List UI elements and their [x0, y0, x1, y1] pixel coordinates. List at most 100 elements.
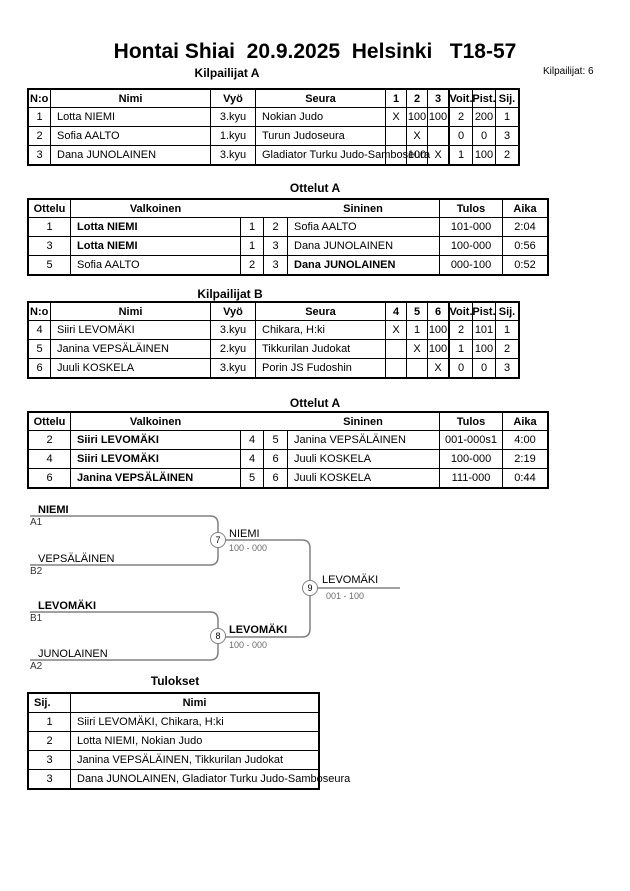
- col-header-tulos: Tulos: [439, 200, 502, 217]
- col-header-nimi: Nimi: [50, 303, 210, 320]
- col-header-pist: Pist.: [472, 303, 495, 320]
- bracket-match9-score: 001 - 100: [326, 591, 365, 601]
- col-header-valkoinen: Valkoinen: [70, 413, 240, 430]
- cell-sij: 3: [29, 750, 70, 769]
- matches-b-title: Ottelut A: [289, 396, 341, 410]
- cell-pist: 200: [472, 107, 495, 126]
- col-header-ottelu: Ottelu: [33, 202, 66, 215]
- cell-r3: [427, 126, 448, 145]
- cell-tulos: 100-000: [439, 236, 502, 255]
- col-header-sininen: Sininen: [343, 415, 383, 428]
- col-header-sininen: Sininen: [343, 202, 383, 215]
- cell-nimi: Lotta NIEMI, Nokian Judo: [70, 731, 318, 750]
- cell-aika: 4:00: [502, 430, 547, 449]
- cell-r4: [385, 339, 406, 358]
- col-header-voit: Voit.: [448, 303, 472, 320]
- cell-vyo: 3.kyu: [210, 107, 255, 126]
- col-header-empty: [263, 413, 287, 430]
- col-header-nimi: Nimi: [70, 694, 318, 712]
- cell-match-no: 3: [29, 236, 70, 255]
- cell-vyo: 3.kyu: [210, 320, 255, 339]
- cell-white: Lotta NIEMI: [70, 236, 240, 255]
- cell-r5: 1: [406, 320, 427, 339]
- cell-r4: [385, 358, 406, 377]
- cell-white-no: 4: [240, 430, 263, 449]
- matches-b-table: Ottelu Valkoinen Sininen Tulos Aika 2 Si…: [27, 411, 549, 489]
- cell-blue: Dana JUNOLAINEN: [287, 236, 439, 255]
- col-header-4: 4: [385, 303, 406, 320]
- cell-voit: 0: [448, 126, 472, 145]
- col-header-voit: Voit.: [448, 90, 472, 107]
- cell-blue: Dana JUNOLAINEN: [287, 255, 439, 274]
- cell-no: 6: [29, 358, 50, 377]
- pool-a-title: Kilpailijat A: [194, 66, 260, 80]
- cell-r5: [406, 358, 427, 377]
- matches-a-table: Ottelu Valkoinen Sininen Tulos Aika 1 Lo…: [27, 198, 549, 276]
- cell-pist: 100: [472, 145, 495, 164]
- col-header-aika: Aika: [502, 413, 547, 430]
- cell-r2: 100: [406, 107, 427, 126]
- bracket-semifinal-connector-line: [218, 539, 311, 638]
- pool-b-table: N:o Nimi Vyö Seura 4 5 6 Voit. Pist. Sij…: [27, 301, 520, 379]
- cell-white: Lotta NIEMI: [70, 217, 240, 236]
- cell-voit: 2: [448, 107, 472, 126]
- cell-seura: Chikara, H:ki: [255, 320, 385, 339]
- cell-blue-no: 6: [263, 449, 287, 468]
- cell-r1: [385, 145, 406, 164]
- cell-white: Sofia AALTO: [70, 255, 240, 274]
- cell-nimi: Dana JUNOLAINEN: [50, 145, 210, 164]
- bracket-seed-a1-name: NIEMI: [38, 504, 69, 516]
- cell-voit: 1: [448, 339, 472, 358]
- cell-no: 3: [29, 145, 50, 164]
- cell-white-no: 4: [240, 449, 263, 468]
- bracket-match9-number: 9: [302, 580, 318, 596]
- cell-nimi: Dana JUNOLAINEN, Gladiator Turku Judo-Sa…: [70, 769, 350, 788]
- col-header-seura: Seura: [255, 303, 385, 320]
- col-header-nimi: Nimi: [50, 90, 210, 107]
- cell-no: 1: [29, 107, 50, 126]
- cell-r3: 100: [427, 107, 448, 126]
- cell-blue-no: 3: [263, 236, 287, 255]
- col-header-sij: Sij.: [495, 90, 518, 107]
- cell-r4: X: [385, 320, 406, 339]
- cell-seura: Porin JS Fudoshin: [255, 358, 385, 377]
- cell-nimi: Siiri LEVOMÄKI: [50, 320, 210, 339]
- cell-blue: Juuli KOSKELA: [287, 468, 439, 487]
- pool-a-table: N:o Nimi Vyö Seura 1 2 3 Voit. Pist. Sij…: [27, 88, 520, 166]
- cell-blue-no: 3: [263, 255, 287, 274]
- cell-tulos: 100-000: [439, 449, 502, 468]
- pool-b-title: Kilpailijat B: [197, 287, 263, 301]
- cell-nimi: Juuli KOSKELA: [50, 358, 210, 377]
- results-title: Tulokset: [150, 674, 200, 688]
- cell-white-no: 1: [240, 236, 263, 255]
- cell-vyo: 3.kyu: [210, 145, 255, 164]
- cell-pist: 0: [472, 358, 495, 377]
- col-header-empty: [240, 200, 263, 217]
- cell-blue-no: 6: [263, 468, 287, 487]
- col-header-aika: Aika: [502, 200, 547, 217]
- cell-white-no: 5: [240, 468, 263, 487]
- cell-match-no: 5: [29, 255, 70, 274]
- cell-match-no: 6: [29, 468, 70, 487]
- cell-match-no: 4: [29, 449, 70, 468]
- col-header-pist: Pist.: [472, 90, 495, 107]
- cell-sij: 2: [495, 339, 518, 358]
- bracket-match8-winner: LEVOMÄKI: [229, 624, 288, 636]
- cell-nimi: Janina VEPSÄLÄINEN: [50, 339, 210, 358]
- bracket-seed-b2-name: VEPSÄLÄINEN: [38, 553, 115, 565]
- bracket-seed-b1-name: LEVOMÄKI: [38, 600, 97, 612]
- col-header-sij: Sij.: [34, 697, 51, 709]
- cell-r6: 100: [427, 320, 448, 339]
- cell-match-no: 2: [29, 430, 70, 449]
- cell-vyo: 3.kyu: [210, 358, 255, 377]
- cell-white: Siiri LEVOMÄKI: [70, 449, 240, 468]
- cell-blue-no: 2: [263, 217, 287, 236]
- cell-match-no: 1: [29, 217, 70, 236]
- cell-seura: Nokian Judo: [255, 107, 385, 126]
- cell-nimi: Janina VEPSÄLÄINEN, Tikkurilan Judokat: [70, 750, 318, 769]
- col-header-vyo: Vyö: [210, 303, 255, 320]
- cell-tulos: 000-100: [439, 255, 502, 274]
- cell-voit: 1: [448, 145, 472, 164]
- cell-pist: 101: [472, 320, 495, 339]
- cell-sij: 1: [495, 107, 518, 126]
